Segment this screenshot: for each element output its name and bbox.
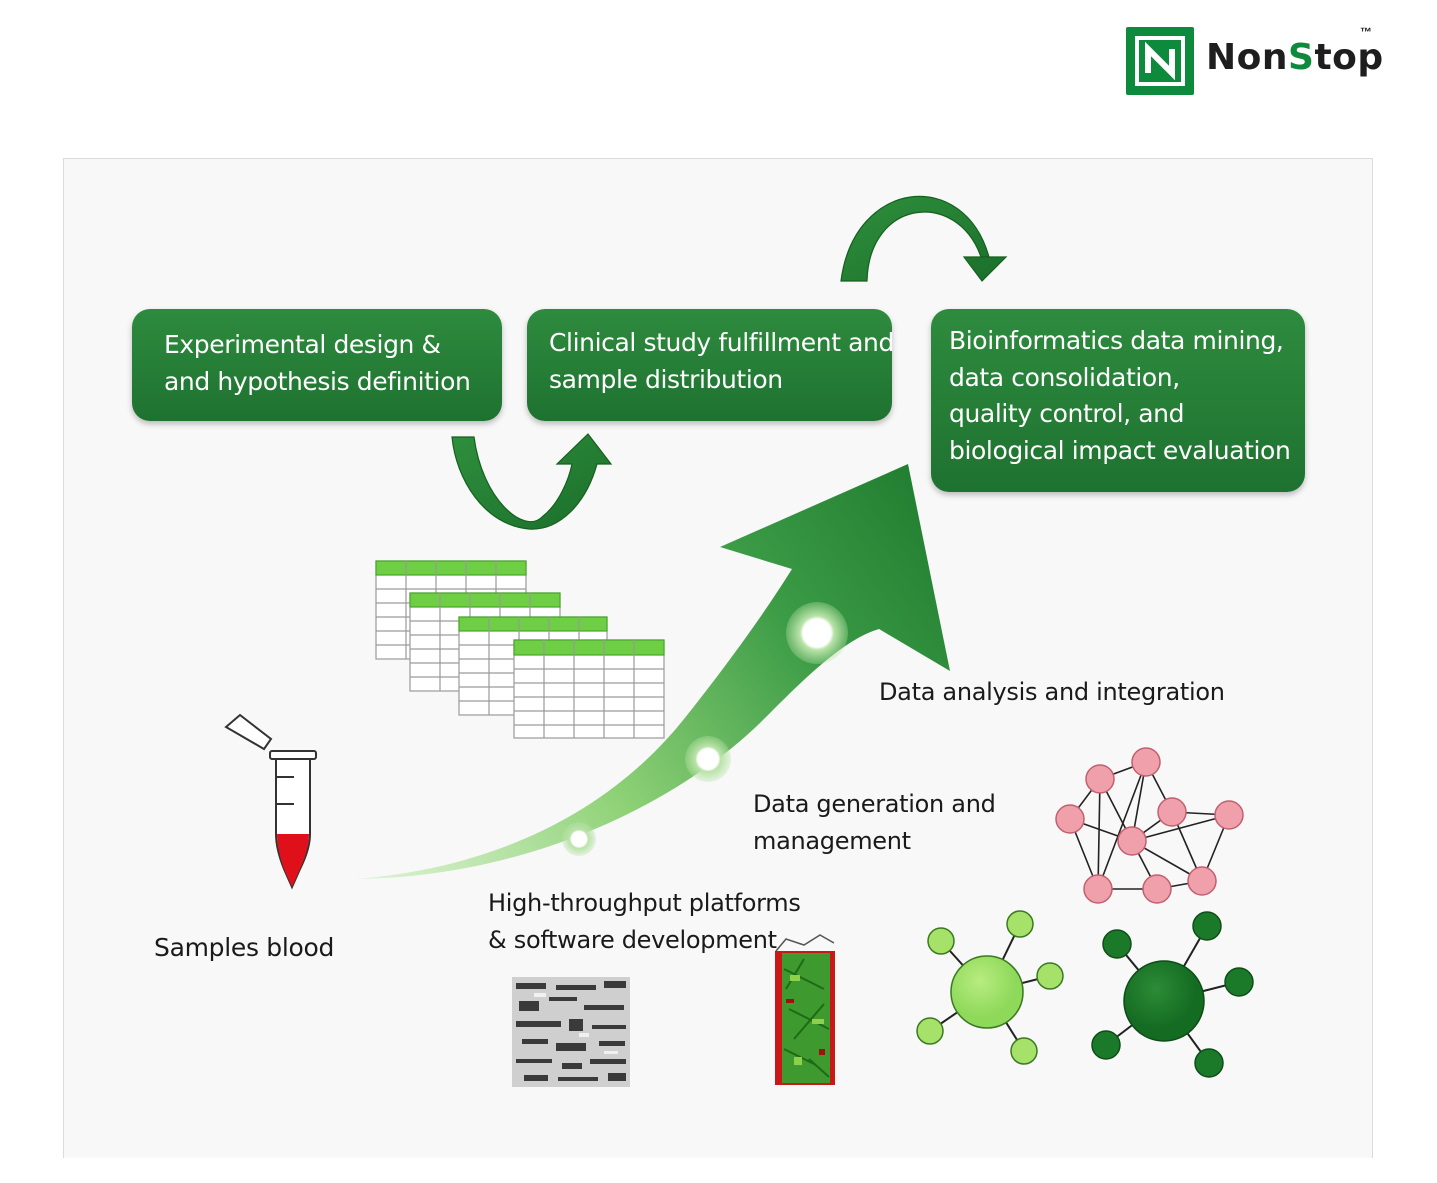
stage-label-line: biological impact evaluation — [949, 435, 1291, 465]
light-green-hub-icon — [916, 910, 1064, 1065]
network-graph-icon — [1055, 747, 1244, 904]
blood-tube-icon — [224, 713, 317, 890]
caption-line: High-throughput platforms — [488, 889, 801, 917]
workflow-diagram-panel: Experimental design & and hypothesis def… — [63, 158, 1373, 1158]
nonstop-wordmark: NonStop — [1206, 37, 1384, 78]
caption-line: Data analysis and integration — [879, 678, 1225, 706]
microarray-strip-icon — [775, 934, 835, 1085]
stage-label-line: Clinical study fulfillment and — [549, 328, 894, 357]
stage-label-line: and hypothesis definition — [164, 367, 471, 396]
wordmark-suffix: top — [1314, 37, 1384, 78]
stage-label-line: data consolidation, — [949, 362, 1180, 392]
milestone-dot-icon — [685, 736, 731, 782]
stage-label-line: Bioinformatics data mining, — [949, 326, 1284, 355]
caption-data-generation: Data generation and management — [753, 786, 996, 860]
stage-box-bioinformatics: Bioinformatics data mining, data consoli… — [931, 309, 1305, 492]
wordmark-highlight: S — [1288, 37, 1315, 78]
nonstop-logo: NonStop ™ — [1126, 25, 1383, 97]
trademark-symbol: ™ — [1360, 25, 1372, 39]
stage-label-line: sample distribution — [549, 365, 783, 394]
stage-label-line: quality control, and — [949, 399, 1185, 428]
stage-box-experimental-design: Experimental design & and hypothesis def… — [132, 309, 502, 421]
stage-box-clinical-study: Clinical study fulfillment and sample di… — [527, 309, 894, 421]
dark-green-hub-icon — [1091, 911, 1254, 1078]
caption-line: management — [753, 827, 911, 855]
caption-samples-blood: Samples blood — [154, 929, 334, 966]
caption-high-throughput: High-throughput platforms & software dev… — [488, 885, 801, 959]
u-turn-arrow-icon — [451, 433, 613, 530]
data-tables-icon — [375, 560, 665, 739]
caption-line: & software development — [488, 926, 777, 954]
top-curved-arrow-icon — [840, 195, 1008, 282]
progress-arrow-icon — [356, 464, 950, 879]
caption-line: Samples blood — [154, 933, 335, 962]
caption-data-analysis: Data analysis and integration — [879, 674, 1225, 711]
nonstop-logo-mark-icon — [1126, 27, 1194, 95]
caption-line: Data generation and — [753, 790, 996, 818]
gel-image-icon — [512, 977, 630, 1087]
milestone-dot-icon — [786, 602, 848, 664]
stage-label-line: Experimental design & — [164, 330, 441, 359]
workflow-diagram-graphics — [224, 195, 1254, 1087]
wordmark-prefix: Non — [1206, 37, 1288, 78]
milestone-dot-icon — [562, 822, 596, 856]
